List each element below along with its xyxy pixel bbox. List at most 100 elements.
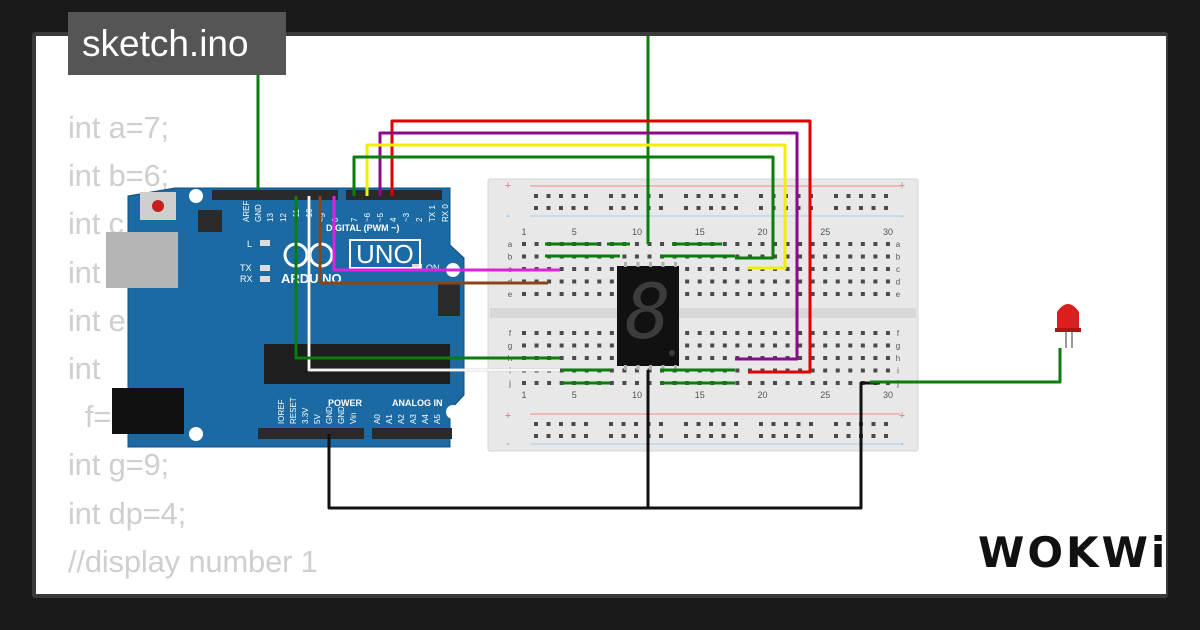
wokwi-logo: WOKWi	[978, 528, 1169, 577]
rail-hole	[759, 434, 763, 438]
breadboard-hole	[522, 343, 526, 348]
breadboard-hole	[534, 343, 539, 348]
wire-green[interactable]	[352, 155, 775, 260]
code-line: int	[68, 254, 101, 290]
rail-hole	[759, 194, 763, 198]
rail-hole	[659, 194, 663, 198]
rail-hole	[721, 206, 726, 210]
breadboard-hole	[885, 242, 890, 246]
breadboard-hole	[722, 343, 727, 348]
breadboard-hole	[873, 279, 878, 284]
wire-brown[interactable]	[318, 196, 548, 285]
breadboard-hole	[873, 356, 878, 360]
breadboard-hole	[860, 242, 865, 246]
code-line: int e	[68, 302, 126, 338]
pin-label: 4	[389, 217, 398, 222]
red-led[interactable]	[1055, 304, 1081, 348]
pin-label: A1	[385, 414, 394, 424]
rail-hole	[784, 434, 788, 438]
rail-hole	[834, 194, 838, 198]
pin-label: RESET	[289, 397, 298, 424]
breadboard-hole	[609, 279, 614, 284]
breadboard-hole	[559, 381, 564, 385]
rail-hole	[721, 194, 726, 198]
mount-hole	[189, 427, 203, 441]
breadboard-hole	[622, 254, 627, 259]
breadboard-hole	[697, 356, 702, 360]
rail-hole	[571, 422, 576, 426]
breadboard-hole	[735, 368, 740, 373]
minus-rail-label: -	[900, 210, 904, 222]
rail-hole	[571, 206, 576, 210]
breadboard-hole	[823, 381, 828, 385]
row-letter: h	[896, 354, 900, 363]
code-line: int b=6;	[68, 158, 169, 194]
breadboard-hole	[572, 292, 577, 296]
pin-label: 5V	[313, 414, 322, 424]
wire-white-core	[308, 196, 560, 371]
breadboard-hole	[810, 331, 815, 335]
breadboard-hole	[609, 267, 614, 271]
rail-hole	[696, 434, 701, 438]
breadboard-hole	[685, 292, 690, 296]
atmega-chip	[264, 344, 450, 384]
seven-segment-display: 8	[617, 262, 679, 370]
rail-hole	[534, 422, 538, 426]
uno-label: UNO	[356, 239, 414, 269]
rail-hole	[859, 194, 863, 198]
breadboard-hole	[735, 242, 740, 246]
breadboard-hole	[735, 331, 740, 335]
breadboard-hole	[798, 254, 803, 259]
rail-hole	[846, 434, 851, 438]
breadboard-hole	[572, 279, 577, 284]
row-letter: f	[897, 329, 900, 338]
reset-button-cap[interactable]	[152, 200, 164, 212]
power-jack	[112, 388, 184, 434]
wire-black[interactable]	[327, 381, 880, 510]
breadboard-hole	[785, 292, 790, 296]
rail-hole	[696, 422, 701, 426]
row-letter: b	[896, 253, 901, 262]
column-number: 30	[883, 227, 893, 237]
rail-hole	[609, 194, 613, 198]
breadboard-hole	[597, 242, 602, 246]
breadboard-hole	[773, 343, 777, 348]
rail-hole	[571, 194, 576, 198]
wire-green[interactable]	[870, 348, 1062, 384]
pin-label: GND	[325, 406, 334, 424]
breadboard-hole	[534, 292, 539, 296]
wire-yellow[interactable]	[365, 143, 787, 270]
mount-hole	[446, 405, 460, 419]
row-letter: i	[897, 367, 899, 376]
breadboard-hole	[547, 292, 552, 296]
breadboard-hole	[848, 292, 853, 296]
column-number: 1	[521, 390, 526, 400]
pin-label: GND	[254, 204, 263, 222]
breadboard-hole	[835, 356, 840, 360]
rail-hole	[534, 434, 538, 438]
breadboard-hole	[823, 368, 828, 373]
pin-label: AREF	[242, 201, 251, 222]
breadboard-hole	[559, 292, 564, 296]
breadboard-hole	[885, 343, 890, 348]
rail-hole	[771, 422, 776, 426]
breadboard-hole	[873, 242, 878, 246]
file-tab[interactable]: sketch.ino	[68, 12, 286, 75]
breadboard-hole	[873, 292, 878, 296]
breadboard-hole	[798, 292, 803, 296]
wire-magenta[interactable]	[332, 196, 560, 272]
breadboard-hole	[835, 331, 840, 335]
breadboard-hole	[785, 381, 790, 385]
pin-label: RX 0	[441, 204, 450, 222]
code-line: void display1(void) {	[68, 586, 340, 594]
breadboard-hole	[735, 381, 740, 385]
breadboard-hole	[685, 279, 690, 284]
rail-hole	[734, 422, 738, 426]
breadboard-hole	[860, 279, 865, 284]
breadboard-hole	[835, 279, 840, 284]
breadboard-hole	[885, 356, 890, 360]
wire-green[interactable]	[294, 196, 560, 360]
breadboard-hole	[697, 343, 702, 348]
breadboard-hole	[747, 292, 752, 296]
wire-purple[interactable]	[378, 131, 799, 361]
